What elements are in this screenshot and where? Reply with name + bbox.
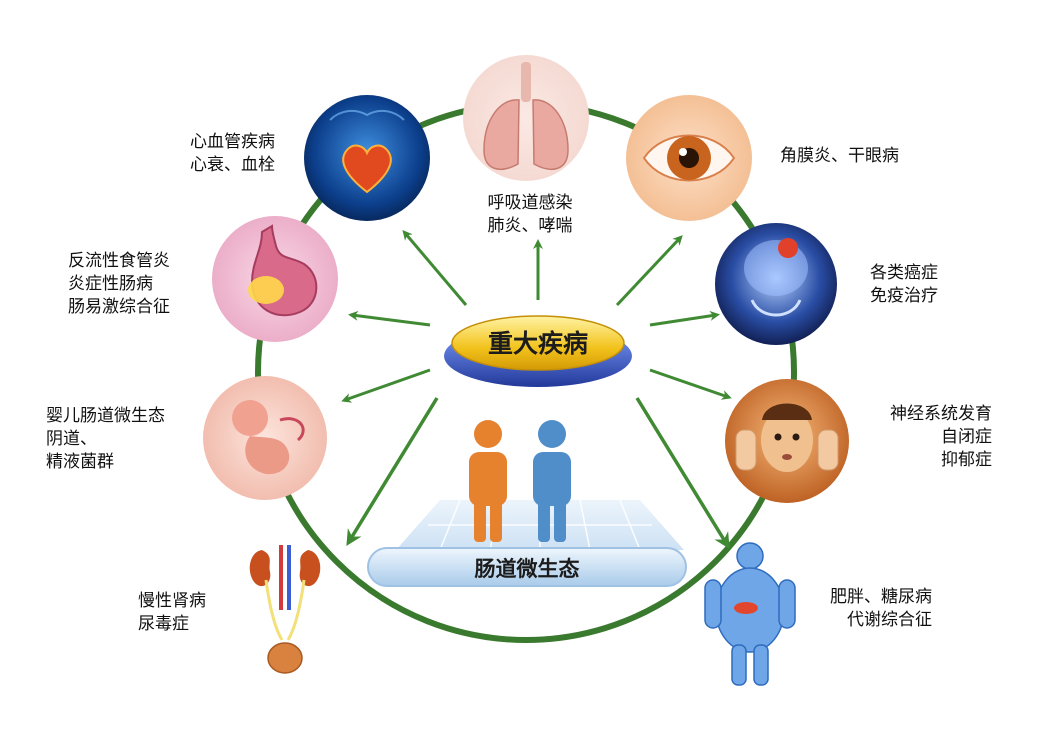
label-child: 神经系统发育自闭症抑郁症 — [890, 404, 992, 470]
arrow-to-heart — [402, 229, 468, 306]
label-kidney: 慢性肾病尿毒症 — [138, 591, 206, 634]
node-fetus-image — [203, 376, 327, 500]
label-heart: 心血管疾病心衰、血栓 — [190, 132, 275, 175]
pancreas-highlight — [734, 602, 758, 614]
arrow-to-fetus — [341, 368, 431, 403]
stomach-icon — [248, 224, 318, 317]
child-face-icon — [735, 403, 839, 472]
label-brain: 各类癌症免疫治疗 — [870, 263, 938, 306]
lungs-icon — [483, 62, 569, 170]
label-obesity: 肥胖、糖尿病代谢综合征 — [830, 587, 932, 630]
node-brain-image — [715, 223, 837, 345]
node-stomach-image — [212, 216, 338, 342]
center-badge — [444, 315, 632, 387]
center-title: 重大疾病 — [488, 329, 588, 358]
node-eye-image — [626, 95, 752, 221]
person-blue-icon — [533, 420, 571, 542]
node-child-image — [725, 379, 849, 503]
arrow-to-kidney — [346, 397, 439, 546]
label-stomach: 反流性食管炎炎症性肠病肠易激综合征 — [68, 251, 170, 317]
base-title: 肠道微生态 — [475, 557, 580, 581]
node-kidney-image — [249, 545, 321, 674]
arrow-to-obesity — [635, 397, 730, 549]
brain-icon — [744, 238, 808, 317]
arrow-to-brain — [649, 310, 720, 327]
arrow-to-stomach — [348, 310, 431, 327]
arrow-to-child — [649, 368, 732, 400]
obese-body-icon — [704, 542, 796, 686]
base-bar — [367, 547, 687, 587]
node-lungs-image — [463, 55, 589, 181]
fetus-icon — [232, 400, 305, 475]
arrow-to-eye — [615, 235, 683, 307]
label-lungs: 呼吸道感染肺炎、哮喘 — [487, 193, 573, 236]
label-eye: 角膜炎、干眼病 — [780, 146, 899, 166]
eye-icon — [642, 134, 736, 182]
node-heart-image — [304, 95, 430, 221]
node-obesity-image — [704, 542, 796, 686]
person-orange-icon — [469, 420, 507, 542]
label-fetus: 婴儿肠道微生态阴道、精液菌群 — [46, 406, 165, 472]
kidney-icon — [249, 545, 321, 674]
heart-icon — [342, 144, 392, 194]
arrows — [341, 229, 732, 549]
